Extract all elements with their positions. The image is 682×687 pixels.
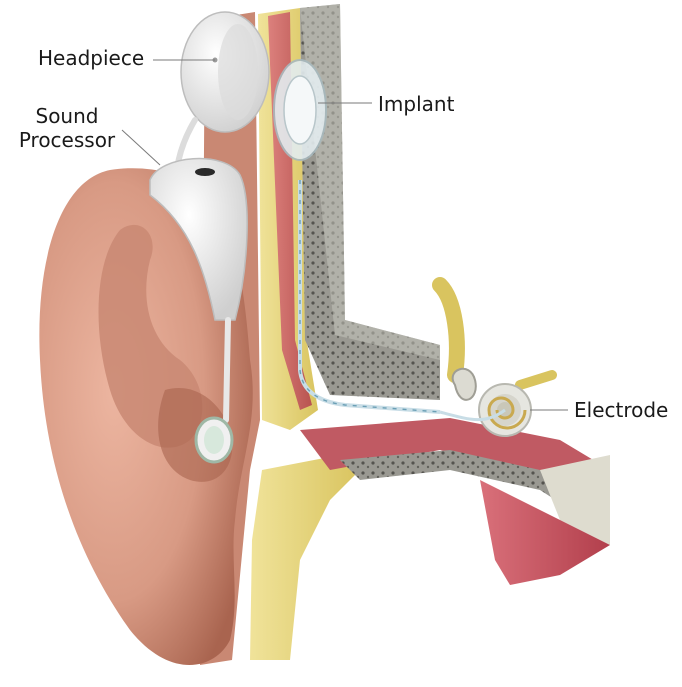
headpiece-device [181,12,269,132]
electrode-label: Electrode [574,398,668,422]
ossicles [453,369,476,400]
fat-layer-lower [250,455,360,660]
implant-receiver [274,60,326,160]
sound-processor-label-line1: Sound [12,104,122,128]
nerve-right [520,375,552,385]
sound-processor-label: Sound Processor [12,104,122,152]
sound-processor-leader [122,130,160,165]
headpiece-label: Headpiece [38,46,144,70]
sound-processor-label-line2: Processor [12,128,122,152]
implant-label: Implant [378,92,454,116]
nerve-upper [440,285,457,375]
